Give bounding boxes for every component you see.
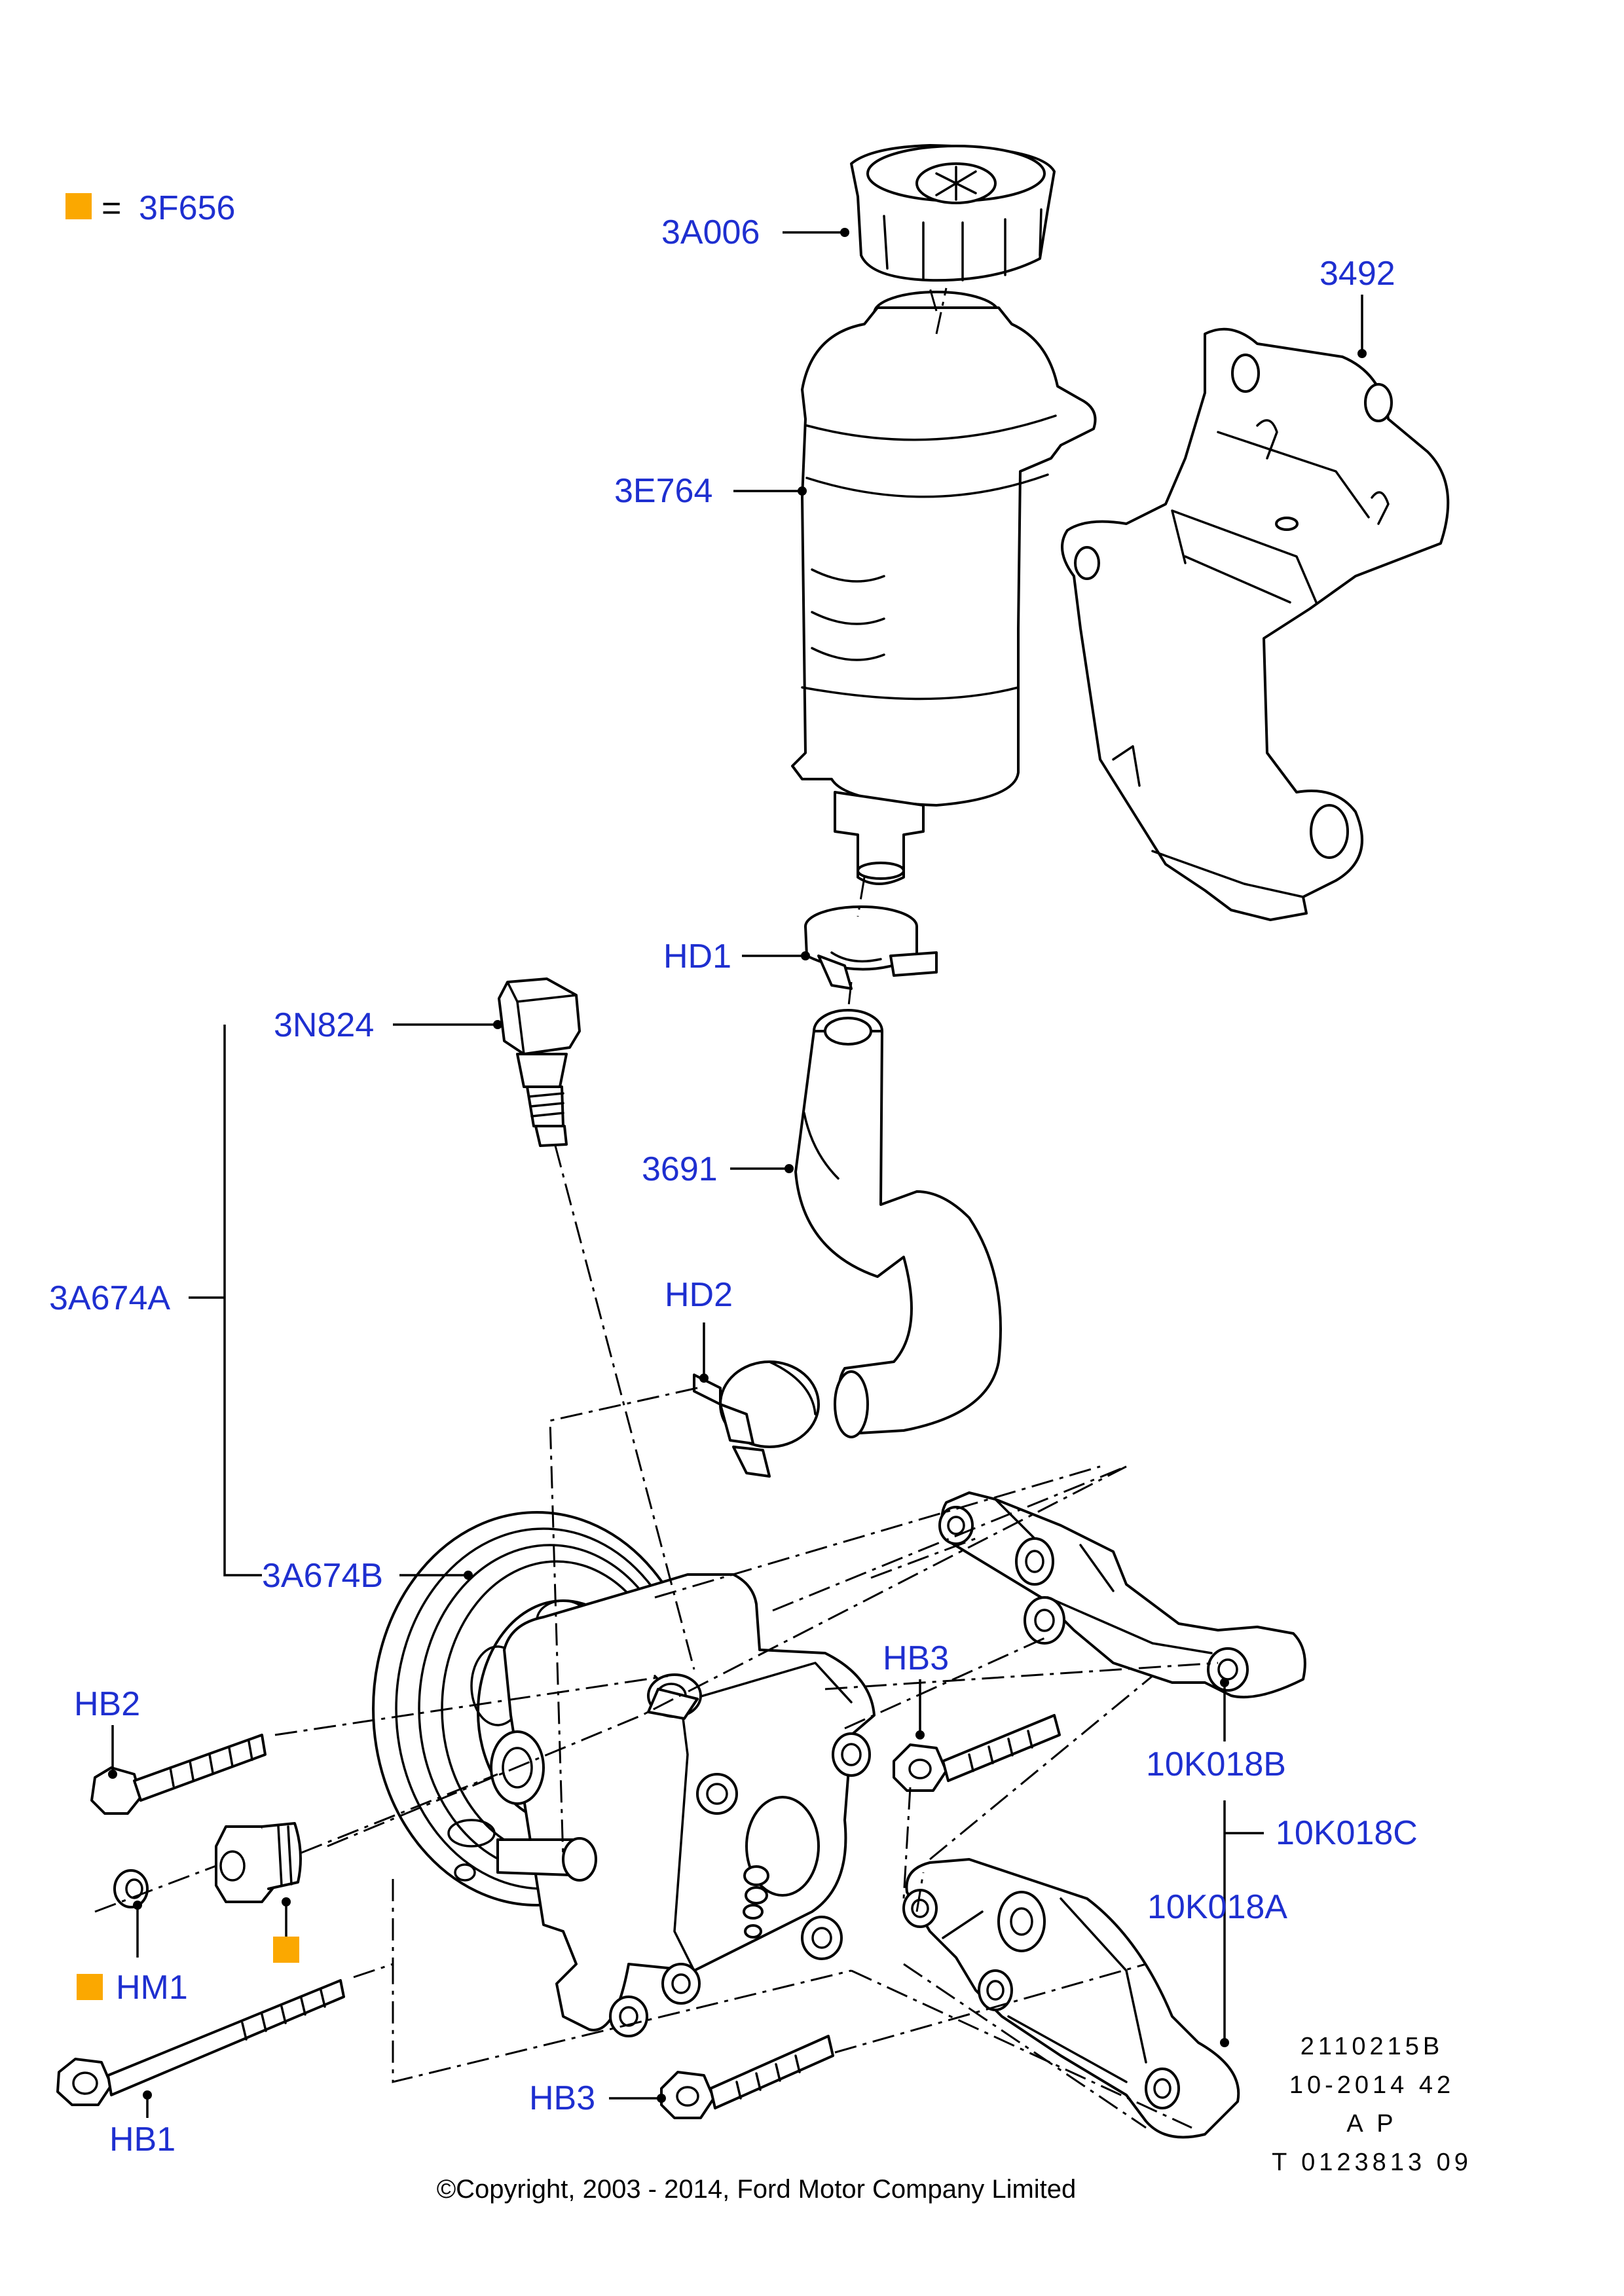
bolt-hb3-upper-part[interactable] — [893, 1714, 1061, 1792]
drawing-date: 10-2014 42 — [1289, 2071, 1454, 2099]
drawing-region: A P — [1346, 2110, 1397, 2138]
lower-hose-clamp-part[interactable] — [693, 1360, 820, 1478]
label-10k018a[interactable]: 10K018A — [1147, 1888, 1287, 1926]
marker-square-hm1 — [77, 1974, 103, 2000]
sealing-washer-hm1-part[interactable] — [113, 1869, 149, 1908]
bolt-hb2-part[interactable] — [90, 1734, 267, 1815]
label-hb3-lower[interactable]: HB3 — [529, 2079, 595, 2117]
bolt-hb1-part[interactable] — [56, 1979, 345, 2106]
copyright-notice: ©Copyright, 2003 - 2014, Ford Motor Comp… — [437, 2175, 1077, 2204]
legend-ref-label[interactable]: 3F656 — [139, 189, 235, 227]
leader-lines — [77, 228, 1367, 2118]
return-hose-part[interactable] — [794, 1009, 1002, 1438]
label-hm1[interactable]: HM1 — [116, 1969, 188, 2007]
label-10k018b[interactable]: 10K018B — [1146, 1745, 1286, 1783]
label-hb2[interactable]: HB2 — [74, 1685, 140, 1723]
reservoir-cap-part[interactable] — [850, 144, 1056, 282]
lower-pump-bracket-part[interactable] — [902, 1858, 1240, 2139]
legend-marker-square — [65, 193, 92, 219]
label-3691[interactable]: 3691 — [642, 1150, 718, 1188]
label-hd2[interactable]: HD2 — [665, 1276, 733, 1314]
fluid-reservoir-part[interactable] — [791, 291, 1097, 885]
label-3n824[interactable]: 3N824 — [274, 1006, 374, 1044]
mounting-bracket-part[interactable] — [1061, 327, 1450, 921]
upper-hose-clamp-part[interactable] — [804, 905, 938, 990]
label-3a674a[interactable]: 3A674A — [49, 1279, 170, 1317]
upper-pump-bracket-part[interactable] — [938, 1491, 1306, 1699]
label-hd1[interactable]: HD1 — [663, 938, 731, 975]
legend-equals: = — [101, 189, 121, 227]
assembly-center-lines — [94, 287, 1219, 2129]
legend: = 3F656 — [65, 189, 235, 227]
drawing-number: 2110215B — [1301, 2033, 1443, 2060]
label-3a006[interactable]: 3A006 — [661, 213, 760, 251]
part-labels: 3A006 3492 3E764 HD1 3N824 3691 3A674A H… — [49, 213, 1418, 2159]
drawing-catalog-ref: T 0123813 09 — [1272, 2149, 1472, 2176]
label-3e764[interactable]: 3E764 — [614, 472, 712, 510]
bolt-hb3-lower-part[interactable] — [660, 2035, 834, 2119]
marker-square-fitting — [273, 1937, 299, 1963]
label-10k018c[interactable]: 10K018C — [1276, 1814, 1418, 1852]
label-3a674b[interactable]: 3A674B — [262, 1557, 383, 1595]
pressure-sensor-part[interactable] — [498, 977, 581, 1147]
drawing-reference-block: 2110215B 10-2014 42 A P T 0123813 09 — [1272, 2033, 1472, 2176]
fitting-part[interactable] — [215, 1822, 302, 1903]
label-hb3-upper[interactable]: HB3 — [883, 1639, 949, 1677]
label-3492[interactable]: 3492 — [1320, 255, 1395, 293]
label-hb1[interactable]: HB1 — [109, 2121, 175, 2159]
